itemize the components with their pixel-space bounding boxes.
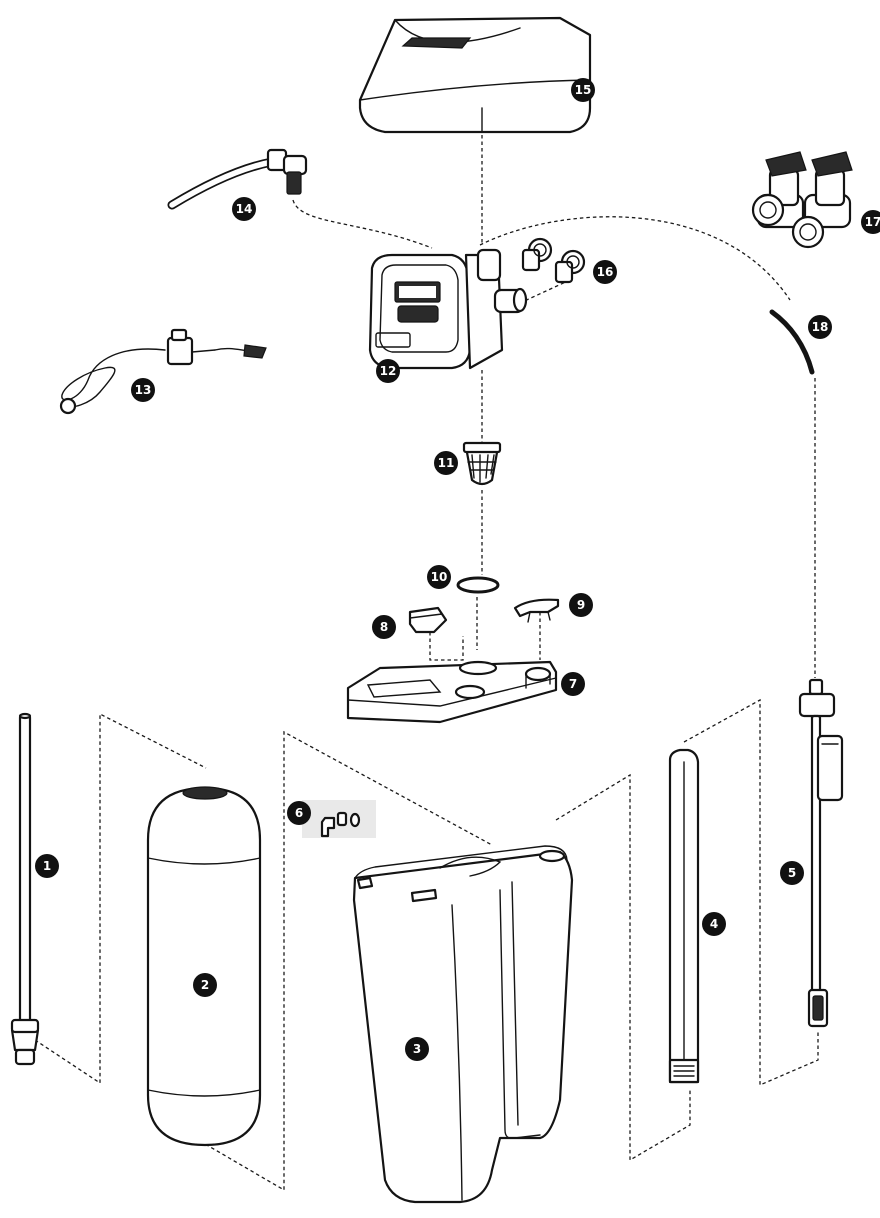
callout-3: 3 xyxy=(405,1037,429,1061)
callout-12: 12 xyxy=(376,359,400,383)
svg-text:8: 8 xyxy=(380,620,388,634)
svg-text:10: 10 xyxy=(431,570,448,584)
svg-text:1: 1 xyxy=(43,859,51,873)
callout-13: 13 xyxy=(131,378,155,402)
callout-17: 17 xyxy=(861,210,880,234)
svg-text:2: 2 xyxy=(201,978,209,992)
top-plate-part-7 xyxy=(346,660,558,724)
svg-text:17: 17 xyxy=(865,215,880,229)
svg-text:7: 7 xyxy=(569,677,577,691)
svg-text:15: 15 xyxy=(575,83,592,97)
fittings-part-16 xyxy=(521,237,586,284)
brine-tube-part-18 xyxy=(769,309,815,375)
callout-16: 16 xyxy=(593,260,617,284)
callout-5: 5 xyxy=(780,861,804,885)
callout-9: 9 xyxy=(569,593,593,617)
control-valve-part-12 xyxy=(368,248,528,370)
o-ring-part-10 xyxy=(456,576,500,594)
clip-part-9 xyxy=(513,598,560,623)
callout-2: 2 xyxy=(193,973,217,997)
bypass-valve-part-17 xyxy=(751,151,853,249)
resin-tank-part-2 xyxy=(146,786,262,1147)
svg-text:12: 12 xyxy=(380,364,397,378)
callout-4: 4 xyxy=(702,912,726,936)
svg-text:16: 16 xyxy=(597,265,614,279)
callout-badges: 1 2 3 4 5 6 7 8 xyxy=(35,78,880,1061)
brine-cabinet-part-3 xyxy=(352,845,574,1204)
svg-text:6: 6 xyxy=(295,806,303,820)
power-cable-part-13 xyxy=(59,328,267,415)
cap-part-8 xyxy=(408,606,448,634)
brine-valve-part-5 xyxy=(798,678,844,1028)
svg-text:9: 9 xyxy=(577,598,585,612)
callout-10: 10 xyxy=(427,565,451,589)
callout-8: 8 xyxy=(372,615,396,639)
cover-part-15 xyxy=(358,16,592,134)
callout-6: 6 xyxy=(287,801,311,825)
svg-text:11: 11 xyxy=(438,456,455,470)
callout-7: 7 xyxy=(561,672,585,696)
callout-15: 15 xyxy=(571,78,595,102)
svg-text:14: 14 xyxy=(236,202,253,216)
distributor-tube-part-1 xyxy=(10,712,40,1066)
svg-text:13: 13 xyxy=(135,383,152,397)
strainer-part-11 xyxy=(462,441,502,486)
hose-part-14 xyxy=(167,148,308,210)
callout-11: 11 xyxy=(434,451,458,475)
svg-text:18: 18 xyxy=(812,320,829,334)
fitting-kit-part-6 xyxy=(302,800,376,838)
brine-well-part-4 xyxy=(668,748,700,1084)
callout-14: 14 xyxy=(232,197,256,221)
leader-lines xyxy=(34,135,819,1192)
svg-text:4: 4 xyxy=(710,917,718,931)
svg-text:3: 3 xyxy=(413,1042,421,1056)
callout-1: 1 xyxy=(35,854,59,878)
svg-text:5: 5 xyxy=(788,866,796,880)
callout-18: 18 xyxy=(808,315,832,339)
